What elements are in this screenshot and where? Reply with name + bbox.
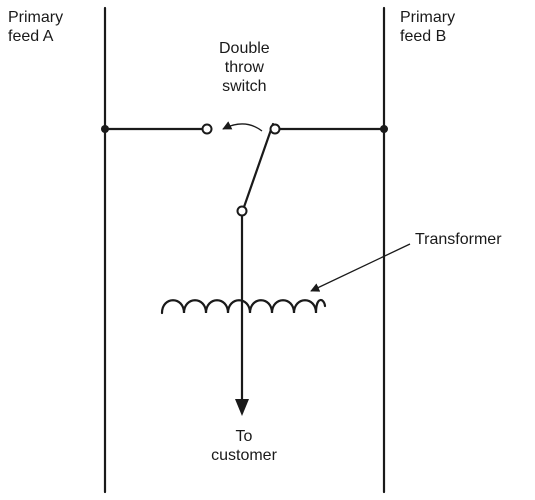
feed-b-junction-dot [380,125,388,133]
double-throw-switch-label: Double throw switch [219,40,270,95]
primary-feed-b-label: Primary feed B [400,9,456,45]
primary-feed-a-label: Primary feed A [8,9,64,45]
transformer-label: Transformer [415,231,502,248]
switch-terminal-a [201,123,213,135]
switch-pivot-terminal [236,205,248,217]
to-customer-label: To customer [211,428,277,464]
feed-a-junction-dot [101,125,109,133]
switch-blade [242,122,275,209]
transformer-leader-line [310,243,411,292]
customer-arrowhead [235,399,249,416]
transformer-coil [160,299,327,315]
switch-terminal-b [269,123,281,135]
throw-direction-arrow [222,121,263,132]
